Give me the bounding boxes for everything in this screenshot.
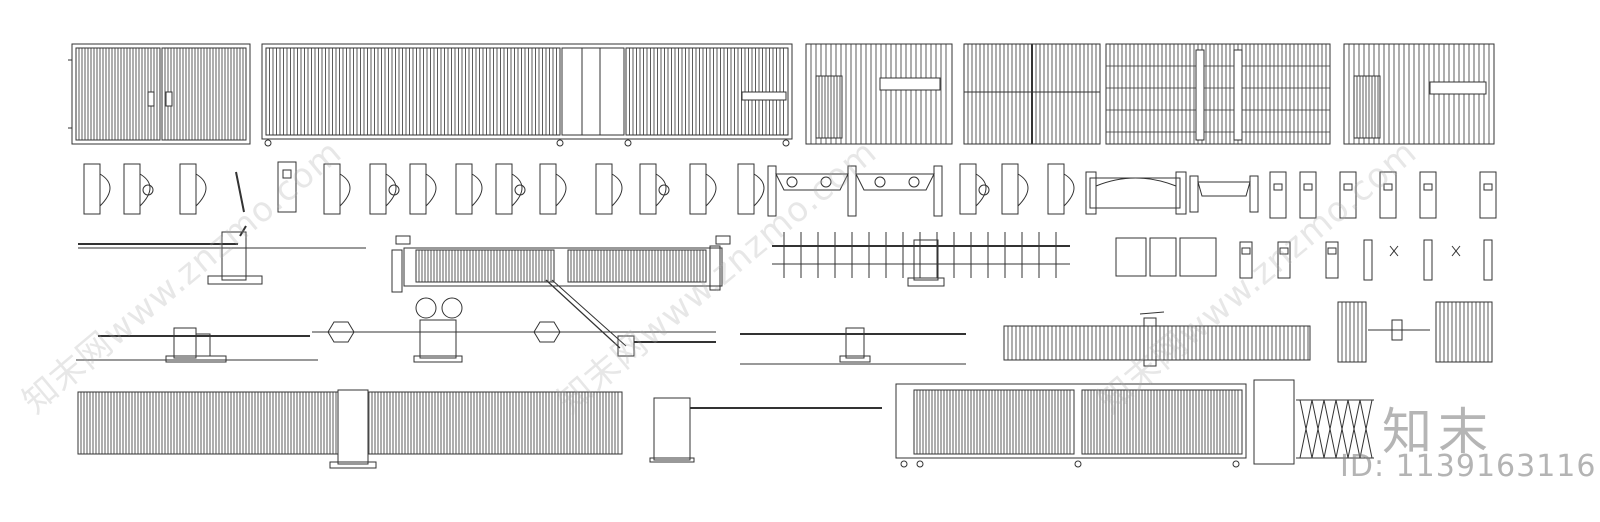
flap-barrier [1085, 171, 1497, 219]
boom-barrier [740, 327, 966, 365]
swing-barrier-turnstile [83, 161, 1075, 215]
retractable-gate [1253, 379, 1374, 465]
boom-barrier [78, 225, 366, 285]
vertical-bar-gate [963, 43, 1101, 145]
guard-booth-gate [805, 43, 953, 145]
sliding-gate-panel [261, 43, 793, 147]
flap-barrier [767, 165, 943, 217]
brand-logo: 知末 [1382, 403, 1494, 461]
cantilever-sliding-gate [895, 383, 1247, 468]
boom-barrier [649, 397, 882, 463]
tripod-turnstile [1337, 301, 1493, 363]
flap-barrier [1115, 237, 1493, 281]
cantilever-sliding-gate [77, 389, 623, 469]
sliding-gate-with-cameras [1003, 311, 1311, 367]
double-swing-gate [68, 43, 251, 145]
grille-gate [1105, 43, 1331, 145]
boom-barrier [76, 327, 318, 363]
fence-barrier [772, 232, 1070, 287]
sliding-gate-with-cameras [391, 235, 731, 349]
boom-barrier [312, 297, 716, 363]
image-id-label: ID: 1139163116 [1340, 449, 1597, 484]
guard-booth-gate [1343, 43, 1495, 145]
